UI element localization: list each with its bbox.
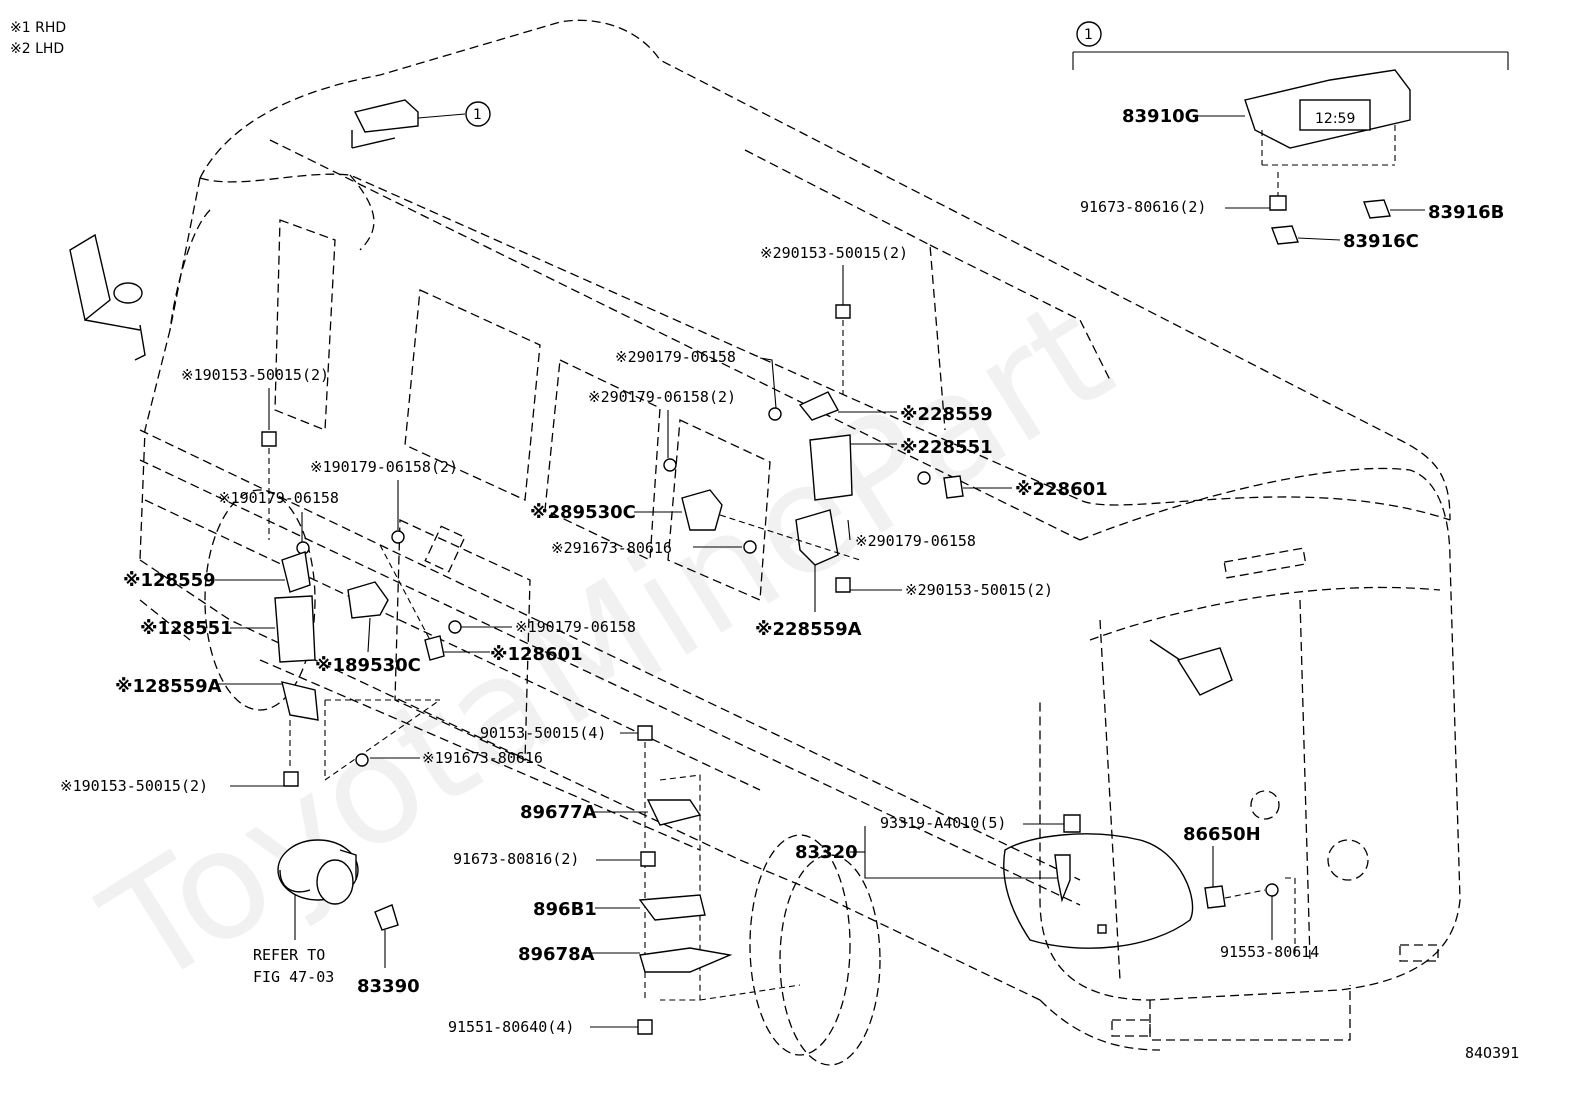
label-x2-89530C: ※289530C xyxy=(530,502,636,523)
label-x2-28551: ※228551 xyxy=(900,437,993,458)
label-93319-A4010-5: 93319-A4010(5) xyxy=(880,814,1006,832)
label-91673-80816-2: 91673-80816(2) xyxy=(453,850,579,868)
label-x2-28601: ※228601 xyxy=(1015,479,1108,500)
label-91553-80614: 91553-80614 xyxy=(1220,943,1319,961)
label-x1-28601: ※128601 xyxy=(490,644,583,665)
bracket-89678A-icon xyxy=(639,947,733,973)
bolt-icon xyxy=(835,304,851,319)
label-89678A: 89678A xyxy=(518,944,595,965)
connector-28601-rhd-icon xyxy=(424,635,445,661)
bolt-icon-7 xyxy=(1265,883,1279,897)
label-x1-90179-06158-2: ※190179-06158(2) xyxy=(310,458,458,476)
label-90153-50015-4: 90153-50015(4) xyxy=(480,724,606,742)
bolt-icon-5 xyxy=(640,851,656,867)
label-83916C: 83916C xyxy=(1343,231,1419,252)
nut-icon xyxy=(768,407,782,421)
module-89530C-rhd-icon xyxy=(347,581,389,619)
bolt-icon-rhd-2 xyxy=(355,753,369,767)
sensor-28551-lhd-icon xyxy=(809,434,853,501)
label-x2-90179-06158-2: ※290179-06158(2) xyxy=(588,388,736,406)
label-x2-90153-50015-2-top: ※290153-50015(2) xyxy=(760,244,908,262)
svg-text:12:59: 12:59 xyxy=(1315,111,1355,127)
label-83320: 83320 xyxy=(795,842,858,863)
detail-ref-icon xyxy=(465,101,491,127)
label-83910G: 83910G xyxy=(1122,106,1199,127)
label-x1-28559A: ※128559A xyxy=(115,676,222,697)
nut-icon-rhd-3 xyxy=(448,620,462,634)
detail-marker-label: 1 xyxy=(1084,27,1093,43)
horn-icon xyxy=(277,839,359,905)
label-x1-90153-50015-2-top: ※190153-50015(2) xyxy=(181,366,329,384)
screw-icon-2 xyxy=(1063,814,1081,833)
bolt-icon-2 xyxy=(743,540,757,554)
label-x1-90153-50015-2-bottom: ※190153-50015(2) xyxy=(60,777,208,795)
bulb-icon xyxy=(374,904,399,931)
van-body-outline xyxy=(69,19,1461,1066)
module-89530C-lhd-icon xyxy=(681,489,723,531)
screw-icon-3 xyxy=(1054,854,1071,903)
nut-icon-rhd xyxy=(391,530,405,544)
cover-c-icon xyxy=(1271,225,1299,245)
bracket-28559A-lhd-icon xyxy=(795,509,839,566)
bracket-28559-lhd-icon xyxy=(798,391,840,421)
label-x2-28559A: ※228559A xyxy=(755,619,862,640)
roof-clock-icon xyxy=(351,99,419,149)
cover-b-icon xyxy=(1363,199,1391,219)
label-x1-90179-06158-b: ※190179-06158 xyxy=(515,618,636,636)
svg-text:1: 1 xyxy=(473,107,482,123)
bracket-28559A-rhd-icon xyxy=(281,681,319,721)
bracket-89677A-icon xyxy=(646,799,702,826)
connector-28601-lhd-icon xyxy=(943,475,964,499)
label-86650H: 86650H xyxy=(1183,824,1261,845)
label-x1-28551: ※128551 xyxy=(140,618,233,639)
label-x1-91673-80616: ※191673-80616 xyxy=(422,749,543,767)
label-x2-28559: ※228559 xyxy=(900,404,993,425)
bolt-icon-6 xyxy=(637,1019,653,1035)
label-91551-80640-4: 91551-80640(4) xyxy=(448,1018,574,1036)
nut-icon-2 xyxy=(663,458,677,472)
bolt-icon-rhd-3 xyxy=(283,771,299,787)
label-x1-28559: ※128559 xyxy=(123,570,216,591)
module-896B1-icon xyxy=(638,894,706,921)
label-x2-90179-06158-a: ※290179-06158 xyxy=(615,348,736,366)
fuel-meter-cover-icon xyxy=(1003,833,1194,949)
label-refer-line2: FIG 47-03 xyxy=(253,968,334,986)
clock-icon: 12:59 xyxy=(1244,69,1411,149)
label-x2-91673-80616: ※291673-80616 xyxy=(551,539,672,557)
bolt-icon-4 xyxy=(637,725,653,741)
bracket-28559-rhd-icon xyxy=(281,551,311,593)
label-x2-90179-06158-b: ※290179-06158 xyxy=(855,532,976,550)
bolt-icon-rhd xyxy=(261,431,277,447)
detail-1-group: 1 12:59 xyxy=(1072,21,1509,245)
label-83916B: 83916B xyxy=(1428,202,1504,223)
label-x1-90179-06158-a: ※190179-06158 xyxy=(218,489,339,507)
label-89677A: 89677A xyxy=(520,802,597,823)
sensor-28551-rhd-icon xyxy=(274,595,316,663)
diagram-code: 84O391 xyxy=(1465,1044,1519,1062)
label-91673-80616-2-top: 91673-80616(2) xyxy=(1080,198,1206,216)
note-rhd: ※1 RHD xyxy=(10,20,66,36)
label-83390: 83390 xyxy=(357,976,420,997)
label-896B1: 896B1 xyxy=(533,899,597,920)
detail-marker-icon xyxy=(1076,21,1102,47)
label-x2-90153-50015-2-bottom: ※290153-50015(2) xyxy=(905,581,1053,599)
label-refer-line1: REFER TO xyxy=(253,946,325,964)
label-x1-89530C: ※189530C xyxy=(315,655,421,676)
screw-icon xyxy=(1269,195,1287,211)
note-lhd: ※2 LHD xyxy=(10,41,64,57)
bolt-icon-3 xyxy=(835,577,851,593)
clip-icon xyxy=(1204,885,1226,909)
